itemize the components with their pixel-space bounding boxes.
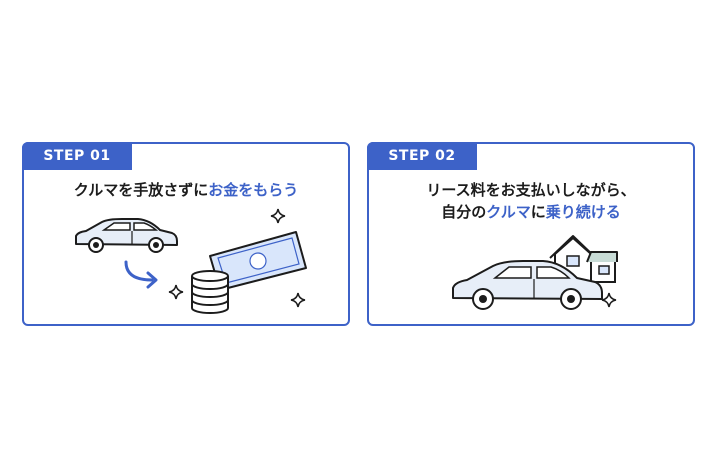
coin-stack-icon — [191, 270, 229, 314]
step-01-headline: クルマを手放さずにお金をもらう — [24, 180, 348, 201]
sparkle-icon — [270, 208, 286, 224]
step-02-line2-prefix: 自分の — [441, 203, 487, 221]
step-01-badge: STEP 01 — [22, 142, 132, 170]
step-02-line2-mid: に — [530, 203, 546, 221]
step-02-headline-line2: 自分のクルマに乗り続ける — [369, 202, 693, 223]
step-02-line2-highlight2: 乗り続ける — [545, 203, 621, 221]
sparkle-icon — [601, 292, 617, 308]
step-02-headline-line1: リース料をお支払いしながら、 — [426, 181, 636, 199]
step-01-headline-highlight: お金をもらう — [208, 181, 299, 199]
step-02-card: STEP 02 リース料をお支払いしながら、 自分のクルマに乗り続ける — [367, 142, 695, 326]
sparkle-icon — [290, 292, 306, 308]
arrow-icon — [124, 260, 158, 289]
sparkle-icon — [168, 284, 184, 300]
car-icon — [75, 218, 178, 253]
step-01-card: STEP 01 クルマを手放さずにお金をもらう — [22, 142, 350, 326]
car-icon — [452, 260, 603, 310]
step-02-line2-highlight: クルマ — [486, 203, 531, 221]
step-02-badge: STEP 02 — [367, 142, 477, 170]
step-01-headline-plain: クルマを手放さずに — [73, 181, 209, 199]
